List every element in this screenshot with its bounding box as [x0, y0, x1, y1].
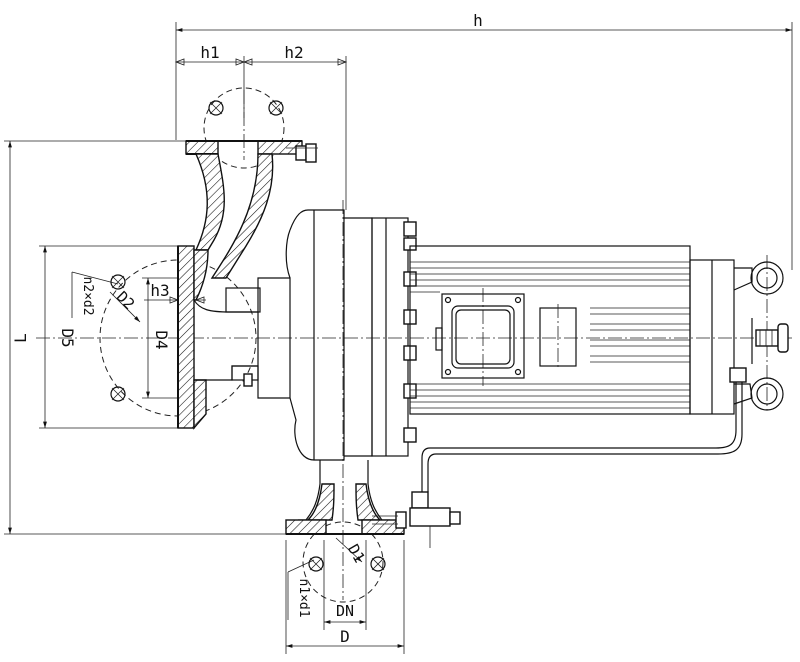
drain-plug: [243, 373, 253, 387]
dimension-lines: [4, 22, 793, 654]
suction-flange: [177, 245, 195, 429]
top-flange-left: [185, 140, 219, 155]
dim-n2xd2: n2×d2: [80, 276, 95, 315]
dimension-labels: h h1 h2 h3 L D5 D4 D2 n2×d2 D1 n1×d1 DN …: [11, 11, 483, 646]
tee-fitting: [409, 507, 451, 527]
outlet-duct-wall-outer: [194, 153, 225, 251]
bottom-flange-bolt: [395, 511, 407, 529]
bolt-hole-bottom-left: [308, 556, 324, 572]
pipe-connector: [411, 491, 429, 509]
eyebolt-upper: [750, 261, 784, 295]
pipe-elbow-fitting: [729, 367, 747, 383]
dim-D4: D4: [152, 330, 171, 349]
cooling-fins: [410, 261, 690, 409]
dim-h1: h1: [200, 43, 219, 62]
dim-D5: D5: [58, 328, 77, 347]
bolt-holes: [110, 100, 386, 572]
dim-h2: h2: [284, 43, 303, 62]
bolt-hole-top-left: [208, 100, 224, 116]
bottom-flange-left: [285, 519, 327, 535]
inlet-duct-wall-right: [355, 483, 382, 521]
dim-D: D: [340, 627, 350, 646]
cable-gland: [435, 327, 443, 351]
dim-n1xd1: n1×d1: [296, 578, 311, 617]
dim-h: h: [473, 11, 483, 30]
eyebolt-lower: [750, 377, 784, 411]
dim-L: L: [11, 333, 30, 343]
dim-DN: DN: [336, 602, 354, 620]
pump-casing: [177, 140, 461, 548]
outlet-duct-wall-inner: [210, 153, 274, 279]
motor: [409, 245, 789, 492]
motor-flange: [344, 217, 373, 457]
bolt-hole-left-lower: [110, 386, 126, 402]
terminal-box-cover: [451, 305, 515, 369]
dim-D2: D2: [113, 288, 139, 314]
dim-D1: D1: [344, 541, 369, 566]
bolt-hole-left-upper: [110, 274, 126, 290]
bolt-hole-bottom-right: [370, 556, 386, 572]
cooling-pipe: [421, 382, 737, 492]
dim-h3: h3: [150, 281, 169, 300]
vent-valve: [751, 318, 789, 364]
inlet-duct-wall-left: [306, 483, 335, 521]
bolt-hole-top-right: [268, 100, 284, 116]
